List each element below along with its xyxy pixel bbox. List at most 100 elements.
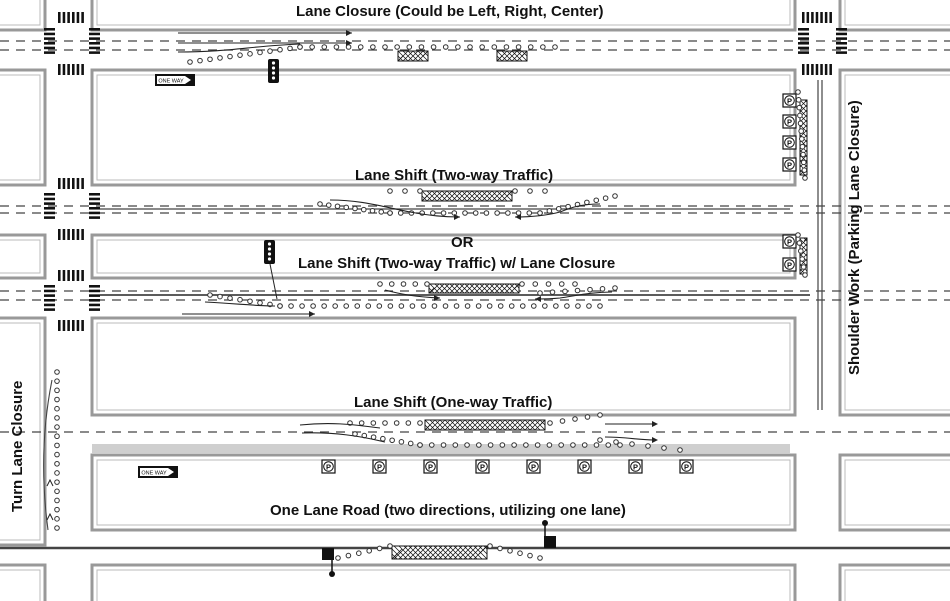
crosswalk-ll-s-bar <box>81 320 84 331</box>
hatch <box>422 50 429 57</box>
cone <box>376 545 383 552</box>
cone <box>617 442 623 448</box>
ls3-cones-b <box>519 281 578 287</box>
cone <box>475 303 482 309</box>
ls4-cones-top-right <box>547 412 603 426</box>
shoulder-cones-1 <box>795 89 808 181</box>
crosswalk-lm-e-bar <box>89 193 100 196</box>
cone <box>486 303 493 309</box>
ls2-arrow-east <box>329 199 461 218</box>
cone <box>453 303 460 309</box>
crosswalk-ll-e-bar <box>89 308 100 311</box>
hatch <box>464 283 475 294</box>
hatch <box>421 190 433 202</box>
hatch <box>504 419 516 431</box>
crosswalk-tr-e-bar <box>836 32 847 36</box>
cone <box>629 441 635 447</box>
label-lane-closure: Lane Closure (Could be Left, Right, Cent… <box>296 3 604 20</box>
crosswalk-tr-n-bar <box>806 12 810 23</box>
hatch <box>412 50 424 62</box>
cone <box>54 396 60 403</box>
crosswalk-tl-e-bar <box>89 42 100 45</box>
hatch <box>481 190 493 202</box>
cone <box>602 195 609 201</box>
crosswalk-tr-n-bar <box>815 12 819 23</box>
crosswalk-lm-w-bar <box>44 202 55 205</box>
hatch <box>469 283 480 294</box>
cone <box>325 202 332 208</box>
cone <box>297 44 303 50</box>
cone <box>661 445 667 451</box>
no-parking-sign-letter: P <box>377 462 382 471</box>
cone <box>217 293 223 300</box>
lc-arrow-3 <box>177 43 301 53</box>
cone <box>597 303 603 309</box>
crosswalk-tl-w-bar <box>44 42 55 45</box>
one-way-sign-arrow <box>140 468 174 476</box>
hatch <box>486 190 498 202</box>
cone <box>800 159 807 166</box>
cone <box>800 264 807 270</box>
crosswalk-ll-n-bar <box>72 270 75 281</box>
block-b4-inner <box>96 322 791 411</box>
crosswalk-ll-n-bar <box>58 270 61 281</box>
crosswalk-tl-w-bar <box>44 28 55 31</box>
cone <box>54 470 60 476</box>
cone <box>387 543 393 549</box>
crosswalk-lm-e-bar <box>89 211 100 215</box>
crosswalk-lm-n-bar <box>72 178 75 189</box>
no-parking-sign-ring <box>681 461 692 472</box>
cone <box>343 303 350 309</box>
no-parking-sign-letter: P <box>582 462 587 471</box>
cone <box>527 188 533 194</box>
crosswalk-tr-n-bar <box>829 12 832 23</box>
olr-taper-right <box>487 543 543 561</box>
cone <box>799 256 806 262</box>
block-b2 <box>90 68 797 187</box>
crosswalk-ll-e-bar <box>89 285 100 288</box>
cone <box>534 442 541 448</box>
crosswalk-tl-e-bar <box>89 32 100 36</box>
cone <box>431 303 438 309</box>
hatch <box>428 287 435 294</box>
one-way-sign-bottom: ONE WAY <box>138 466 178 478</box>
block-a2-inner <box>0 74 41 181</box>
block-c3 <box>838 453 950 532</box>
hatch <box>393 545 408 560</box>
cone <box>54 433 60 440</box>
hatch <box>803 237 808 242</box>
cone <box>393 420 400 426</box>
ls2-arrow-west <box>514 203 601 218</box>
hatch <box>429 283 440 294</box>
hatch <box>453 545 468 560</box>
hatch <box>408 545 423 560</box>
crosswalk-tl-s-bar <box>62 64 66 75</box>
cone <box>462 210 468 216</box>
crosswalk-ll-n <box>58 270 84 281</box>
cone <box>527 552 533 559</box>
hatch <box>454 419 466 431</box>
cone <box>612 193 618 199</box>
crosswalk-tr-w-bar <box>798 32 809 36</box>
cone <box>440 210 447 216</box>
block-c2-inner <box>844 74 950 411</box>
hatch <box>468 545 483 560</box>
arrow-path <box>514 203 601 218</box>
hatch <box>529 419 541 431</box>
cone <box>515 44 522 50</box>
cone <box>558 281 565 287</box>
cone <box>587 286 593 293</box>
lc-arrow-board <box>268 59 279 83</box>
crosswalk-tr-w-bar <box>798 37 809 40</box>
cone <box>380 435 386 442</box>
ls4-arrow-4 <box>604 436 656 441</box>
cone <box>545 281 552 287</box>
no-parking-sign-ring <box>425 461 436 472</box>
cone <box>797 120 804 127</box>
crosswalk-tr-w-bar <box>798 51 809 54</box>
crosswalk-lm-e-bar <box>89 202 100 205</box>
hatch <box>521 50 528 57</box>
hatch <box>428 545 443 560</box>
cone <box>343 204 350 211</box>
cone <box>417 442 423 448</box>
